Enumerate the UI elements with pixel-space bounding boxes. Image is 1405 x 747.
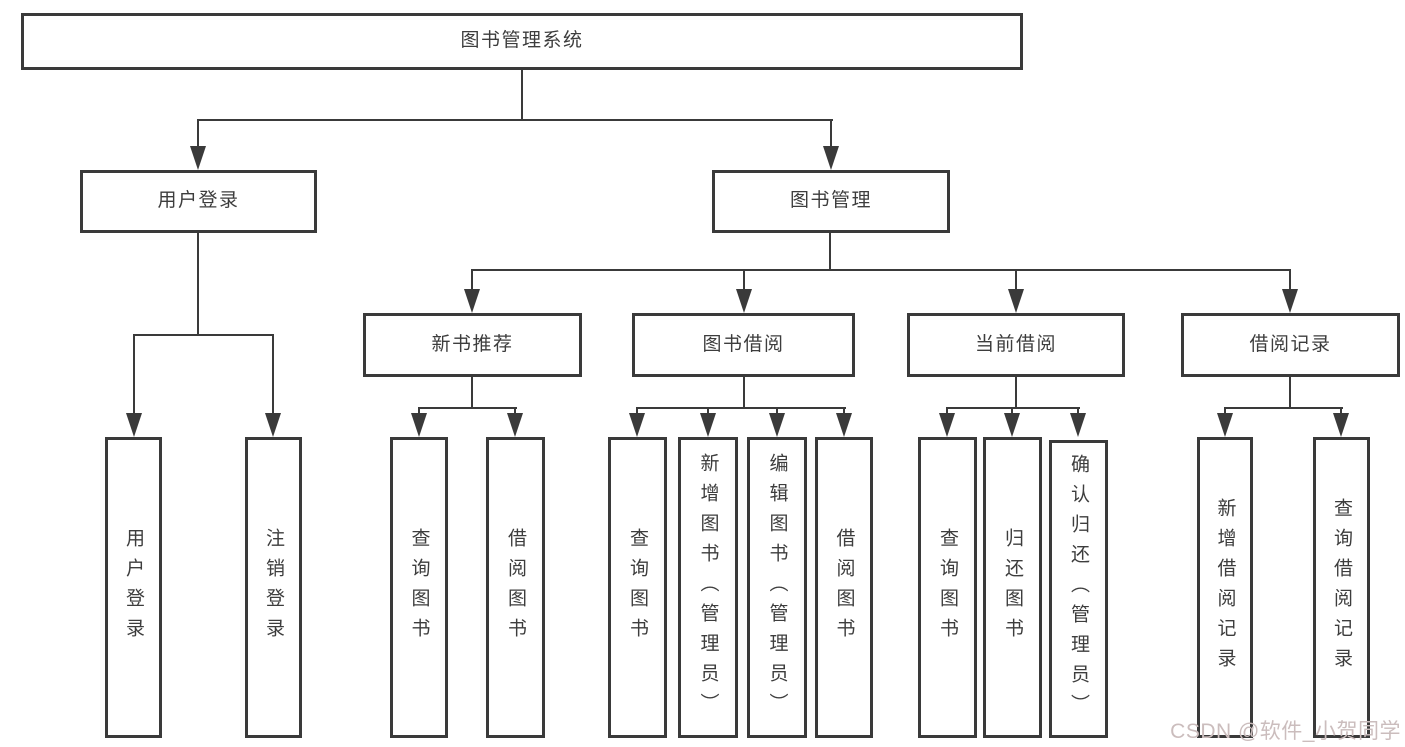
arrow-down-icon (1004, 413, 1020, 437)
connector-rail-book-borrow (636, 407, 846, 409)
arrow-down-icon (769, 413, 785, 437)
connector-rail-level2 (197, 119, 833, 121)
arrow-down-icon (190, 146, 206, 170)
connector-current-borrow-stem (1015, 377, 1017, 409)
node-label: 注销登录 (263, 527, 284, 648)
arrow-down-icon (629, 413, 645, 437)
connector-book-borrow-stem (743, 377, 745, 409)
node-label: 新书推荐 (431, 333, 514, 355)
connector-drop (514, 407, 516, 415)
arrow-down-icon (823, 146, 839, 170)
connector-drop (1077, 407, 1079, 415)
connector-drop (830, 119, 832, 148)
node-label: 新增借阅记录 (1214, 497, 1236, 678)
connector-drop (636, 407, 638, 415)
leaf-query-books: 查询图书 (608, 437, 667, 738)
leaf-query-current-books: 查询图书 (918, 437, 977, 738)
node-label: 借阅图书 (505, 527, 526, 648)
node-label: 用户登录 (123, 527, 144, 648)
node-label: 当前借阅 (974, 333, 1057, 355)
connector-drop (1340, 407, 1342, 415)
node-label: 查询图书 (408, 527, 430, 648)
leaf-add-books-admin: 新增图书（管理员） (678, 437, 738, 738)
arrow-down-icon (126, 413, 142, 437)
connector-drop (946, 407, 948, 415)
connector-rail-level3 (471, 269, 1291, 271)
leaf-logout: 注销登录 (245, 437, 302, 738)
leaf-query-books-recommend: 查询图书 (390, 437, 448, 738)
node-book-management: 图书管理 (712, 170, 950, 233)
connector-drop (707, 407, 709, 415)
node-new-book-recommend: 新书推荐 (363, 313, 582, 377)
node-user-login: 用户登录 (80, 170, 317, 233)
node-label: 查询图书 (627, 527, 648, 648)
connector-drop (418, 407, 420, 415)
node-library-management-system: 图书管理系统 (21, 13, 1023, 70)
arrow-down-icon (939, 413, 955, 437)
connector-new-book-stem (471, 377, 473, 409)
node-label: 归还图书 (1002, 527, 1023, 648)
connector-drop (776, 407, 778, 415)
arrow-down-icon (464, 289, 480, 313)
arrow-down-icon (836, 413, 852, 437)
connector-rail-user-login (133, 334, 274, 336)
arrow-down-icon (1282, 289, 1298, 313)
connector-drop (843, 407, 845, 415)
node-label: 编辑图书（管理员） (766, 452, 788, 723)
connector-drop (272, 334, 274, 414)
connector-user-login-stem (197, 233, 199, 336)
leaf-return-books: 归还图书 (983, 437, 1042, 738)
connector-book-management-stem (829, 233, 831, 271)
csdn-watermark: CSDN @软件_小贺同学 (1170, 720, 1401, 743)
node-label: 新增图书（管理员） (697, 452, 719, 723)
connector-rail-current-borrow (946, 407, 1080, 409)
connector-drop (1011, 407, 1013, 415)
connector-root-stem (521, 69, 523, 121)
node-label: 确认归还（管理员） (1068, 454, 1089, 724)
arrow-down-icon (700, 413, 716, 437)
node-label: 借阅图书 (833, 527, 855, 648)
leaf-user-login: 用户登录 (105, 437, 162, 738)
connector-drop (1015, 269, 1017, 293)
node-label: 用户登录 (157, 190, 240, 212)
leaf-borrow-books-recommend: 借阅图书 (486, 437, 545, 738)
node-label: 查询图书 (937, 527, 958, 648)
node-current-borrow: 当前借阅 (907, 313, 1125, 377)
leaf-query-borrow-record: 查询借阅记录 (1313, 437, 1370, 738)
connector-rail-new-book (418, 407, 517, 409)
leaf-borrow-books: 借阅图书 (815, 437, 873, 738)
arrow-down-icon (1008, 289, 1024, 313)
arrow-down-icon (265, 413, 281, 437)
leaf-edit-books-admin: 编辑图书（管理员） (747, 437, 807, 738)
arrow-down-icon (1070, 413, 1086, 437)
connector-drop (743, 269, 745, 293)
arrow-down-icon (1217, 413, 1233, 437)
connector-rail-borrow-records (1224, 407, 1343, 409)
node-label: 查询借阅记录 (1331, 497, 1352, 678)
connector-drop (1289, 269, 1291, 293)
node-book-borrow: 图书借阅 (632, 313, 855, 377)
connector-drop (471, 269, 473, 293)
arrow-down-icon (736, 289, 752, 313)
arrow-down-icon (1333, 413, 1349, 437)
connector-borrow-records-stem (1289, 377, 1291, 409)
leaf-add-borrow-record: 新增借阅记录 (1197, 437, 1253, 738)
node-label: 借阅记录 (1249, 333, 1332, 355)
connector-drop (1224, 407, 1226, 415)
arrow-down-icon (411, 413, 427, 437)
connector-drop (133, 334, 135, 414)
node-label: 图书管理 (789, 190, 872, 212)
node-borrow-records: 借阅记录 (1181, 313, 1400, 377)
arrow-down-icon (507, 413, 523, 437)
connector-drop (197, 119, 199, 148)
node-label: 图书借阅 (702, 333, 785, 355)
node-label: 图书管理系统 (460, 30, 584, 52)
leaf-confirm-return-admin: 确认归还（管理员） (1049, 440, 1108, 738)
